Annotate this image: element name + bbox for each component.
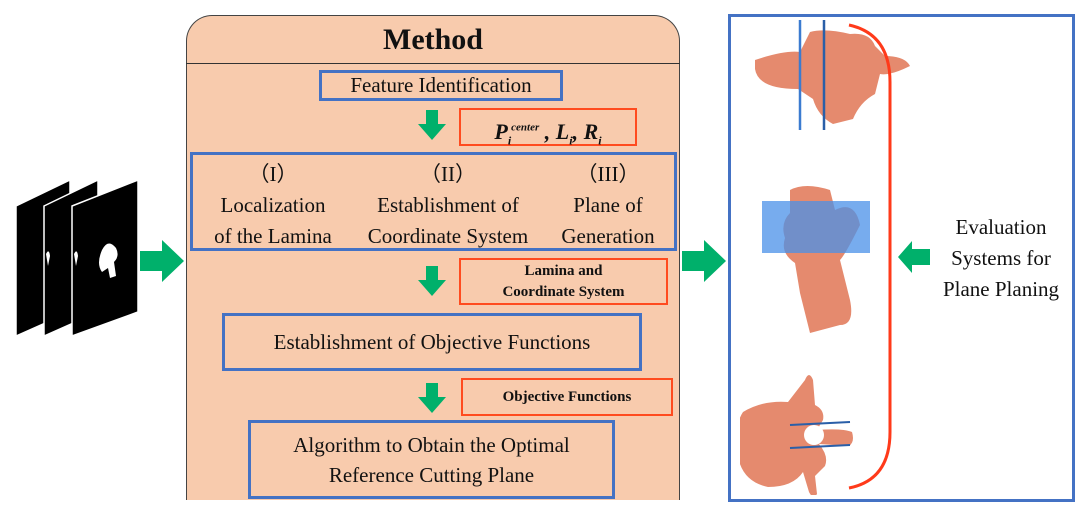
vertebra-side-view: [762, 186, 870, 333]
p-center-symbol: Picenter: [494, 119, 540, 148]
method-title: Method: [186, 15, 680, 64]
r-symbol: Ri: [583, 119, 602, 148]
arrow-down-icon: [418, 110, 446, 140]
objective-functions-step-box: Establishment of Objective Functions: [222, 313, 642, 371]
evaluation-panel: [728, 14, 1075, 502]
l-symbol: Li: [555, 119, 573, 148]
arrow-left-icon: [898, 241, 930, 273]
ct-slices-image: [15, 178, 139, 338]
arrow-down-icon: [418, 383, 446, 413]
vertebra-top-view: [755, 20, 910, 130]
method-panel: [186, 15, 680, 500]
arrow-right-icon: [682, 240, 726, 282]
vertebra-axial-view: [740, 375, 853, 495]
objective-output-box: Objective Functions: [461, 378, 673, 416]
bracket-icon: [848, 23, 892, 490]
vertebra-views: [740, 20, 910, 495]
features-output-box: Picenter , Li, Ri: [459, 108, 637, 148]
arrow-down-icon: [418, 266, 446, 296]
arrow-right-icon: [140, 240, 184, 282]
ct-slice-stack: [14, 178, 142, 338]
feature-identification-box: Feature Identification: [319, 70, 563, 101]
